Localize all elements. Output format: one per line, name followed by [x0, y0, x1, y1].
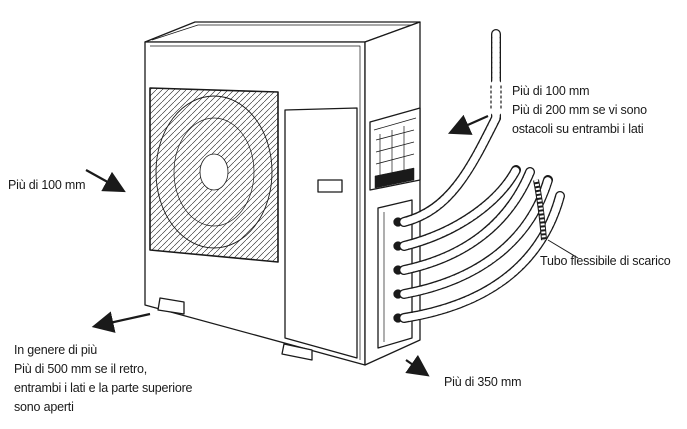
front-panel: [284, 107, 358, 359]
refrigerant-pipes: [399, 29, 565, 323]
panel-handle: [317, 179, 343, 193]
label-drain-hose: Tubo flessibile di scarico: [540, 254, 671, 268]
label-top-right-clearance: Più di 100 mm Più di 200 mm se vi sono o…: [512, 84, 647, 136]
fan-grille: [149, 87, 279, 263]
drain-hose: [533, 179, 579, 259]
arrow-front-clearance: [405, 354, 430, 377]
arrow-top-right-clearance: [447, 114, 489, 135]
label-general-clearance: In genere di più Più di 500 mm se il ret…: [14, 343, 193, 414]
label-front-clearance: Più di 350 mm: [444, 375, 522, 389]
unit-foot-right: [281, 343, 313, 361]
arrow-general-clearance: [91, 311, 151, 333]
terminal-box: [369, 107, 421, 191]
label-left-clearance: Più di 100 mm: [8, 178, 86, 192]
unit-foot-left: [157, 297, 185, 315]
arrow-left-clearance: [85, 169, 126, 193]
